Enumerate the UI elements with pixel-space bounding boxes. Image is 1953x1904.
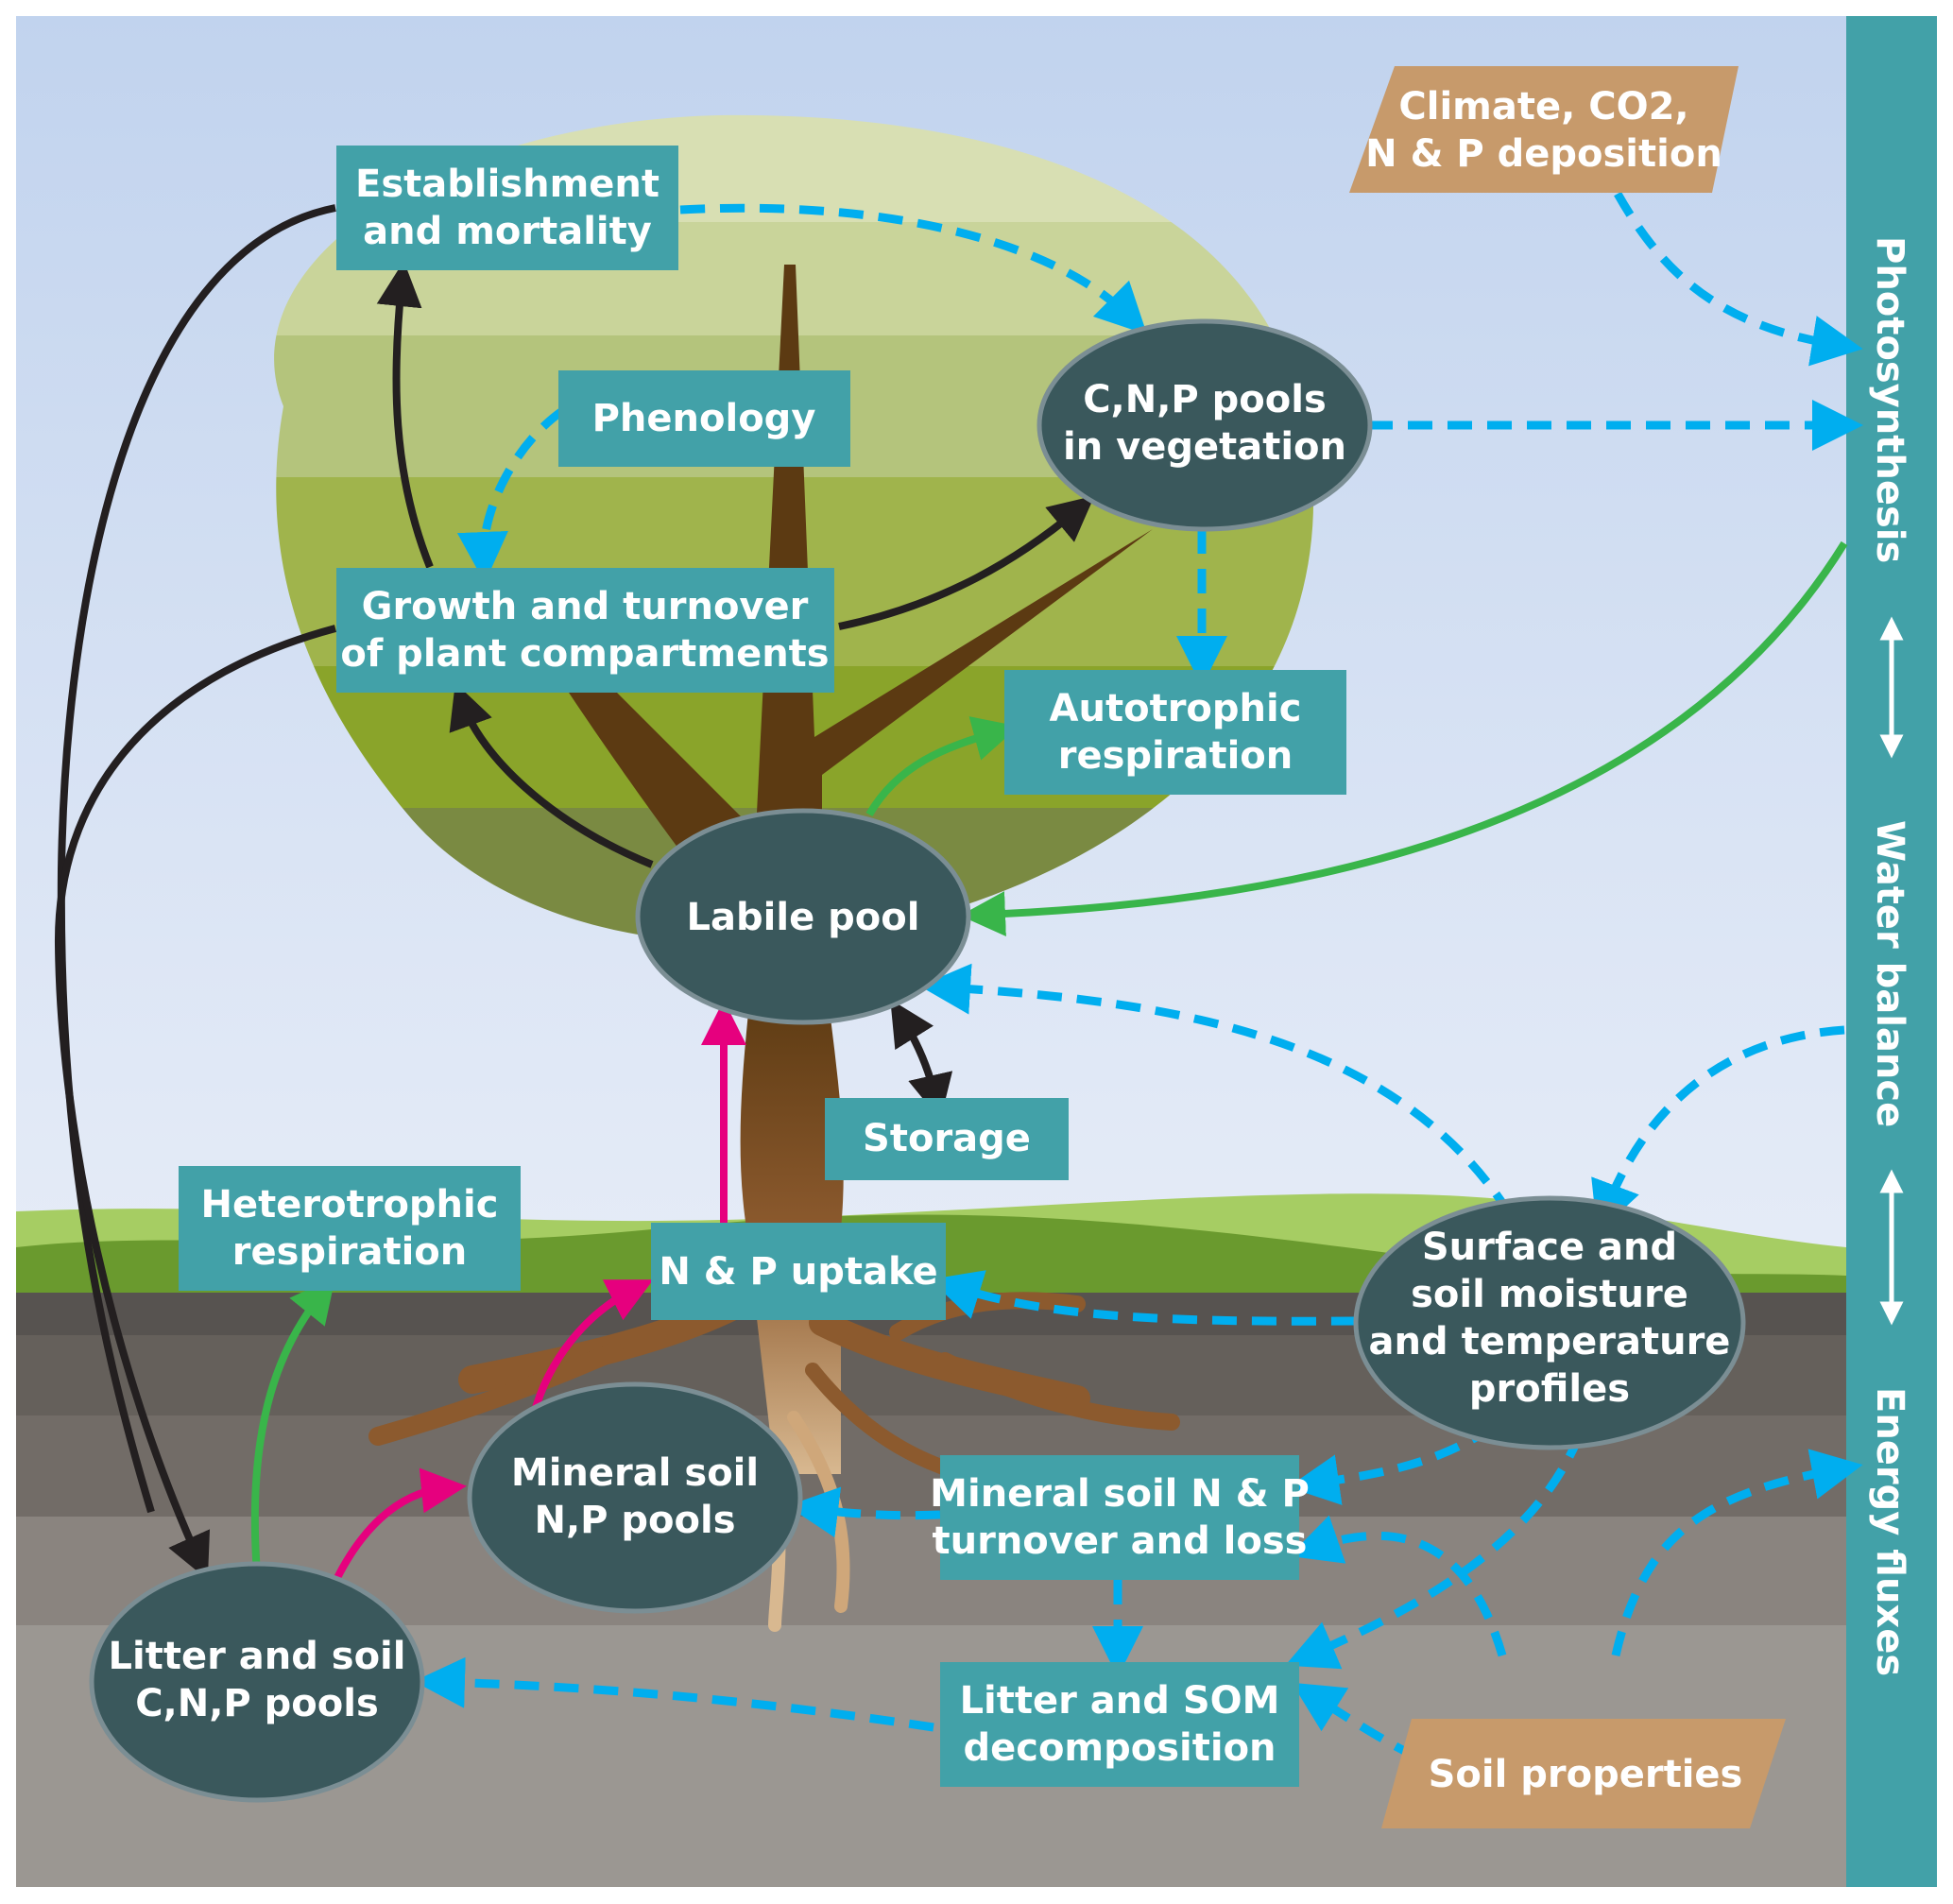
flow-arrow-blue-dashed: [919, 963, 1514, 1217]
flow-arrow-black: [838, 495, 1095, 630]
svg-text:N & P uptake: N & P uptake: [659, 1250, 937, 1294]
flow-arrow-blue-dashed: [787, 1486, 941, 1538]
sidebar-label-energy-fluxes: Energy fluxes: [1868, 1387, 1911, 1676]
driver-soil-properties[interactable]: Soil properties: [1381, 1719, 1786, 1828]
flow-arrow-green: [960, 540, 1848, 937]
flow-arrow-blue-dashed: [1614, 191, 1863, 367]
svg-text:Soil properties: Soil properties: [1429, 1753, 1743, 1796]
flow-arrow-blue-dashed: [1591, 1025, 1845, 1234]
sidebar-label-photosynthesis: Photosynthesis: [1868, 236, 1911, 563]
flow-arrow-blue-dashed: [1611, 1449, 1863, 1656]
flow-arrow-black: [449, 682, 654, 868]
flow-arrow-green: [250, 1277, 335, 1574]
svg-text:Phenology: Phenology: [592, 397, 816, 440]
process-storage[interactable]: Storage: [825, 1098, 1069, 1180]
flow-arrow-blue-dashed: [679, 203, 1148, 335]
flow-arrow-blue-dashed: [456, 407, 565, 583]
flow-arrow-black: [54, 625, 337, 1580]
driver-climate-co2-deposition[interactable]: Climate, CO2,N & P deposition: [1349, 66, 1739, 193]
flow-arrow-pink: [329, 1467, 467, 1589]
flow-arrow-blue-dashed: [1289, 1515, 1507, 1657]
svg-text:Storage: Storage: [863, 1117, 1031, 1160]
flow-arrow-black: [376, 261, 434, 569]
svg-text:Climate, CO2,N & P deposition: Climate, CO2,N & P deposition: [1365, 85, 1722, 176]
flow-arrow-green: [865, 716, 1019, 817]
process-phenology[interactable]: Phenology: [558, 370, 850, 467]
flow-arrow-blue-dashed: [1285, 1432, 1585, 1670]
process-np-uptake[interactable]: N & P uptake: [651, 1223, 946, 1320]
flow-arrow-black: [57, 204, 336, 1514]
pool-labile[interactable]: Labile pool: [635, 808, 971, 1025]
sidebar-label-water-balance: Water balance: [1868, 820, 1911, 1127]
storage-double-arrow: [890, 999, 953, 1121]
flow-arrow-blue-dashed: [414, 1656, 934, 1732]
flow-arrow-pink: [530, 1279, 654, 1416]
svg-text:Labile pool: Labile pool: [687, 896, 920, 939]
flow-arrow-blue-dashed: [930, 1270, 1357, 1326]
